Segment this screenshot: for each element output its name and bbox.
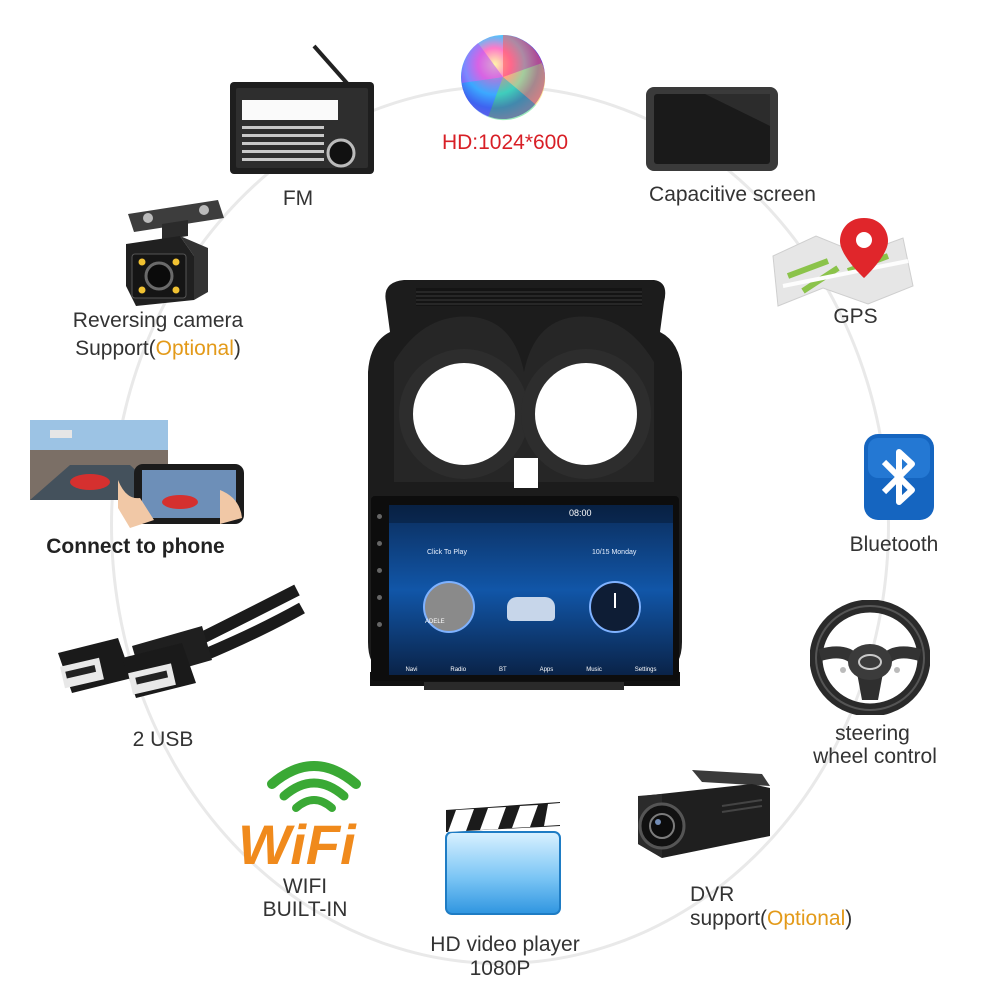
click-to-play: Click To Play (427, 549, 467, 556)
bluetooth-label: Bluetooth (849, 533, 939, 556)
fm-feature (228, 42, 378, 177)
status-time: 08:00 (569, 508, 592, 518)
clock-widget[interactable] (589, 581, 641, 633)
usb-cable-icon (58, 584, 305, 698)
steering-feature (810, 600, 930, 715)
dvr-label-line1: DVR (690, 883, 735, 906)
volume-up-button[interactable] (377, 595, 382, 600)
album-name: ADELE (425, 619, 445, 625)
bluetooth-icon (864, 434, 934, 520)
capacitive-label: Capacitive screen (649, 183, 816, 206)
camera-support-text: Support( (75, 337, 156, 360)
phone-mirroring-icon (30, 420, 244, 528)
android-home-screen: 08:00 Click To Play 10/15 Monday ADELE N… (389, 505, 673, 675)
dashcam-icon (638, 770, 770, 858)
map-pin-icon (772, 218, 914, 307)
music-widget[interactable] (423, 581, 475, 633)
screen-icon (646, 87, 778, 171)
video-label-line2: 1080P (469, 957, 531, 980)
wifi-label-line1: WIFI (282, 875, 328, 898)
hd-feature (458, 33, 548, 121)
volume-down-button[interactable] (377, 622, 382, 627)
video-feature (442, 798, 564, 918)
home-button[interactable] (377, 541, 382, 546)
dvr-feature (632, 766, 774, 866)
nav-bt[interactable]: BT (499, 667, 507, 673)
wifi-feature: WiFi (232, 752, 382, 872)
dvr-close-paren: ) (845, 907, 853, 930)
head-unit-screen: 08:00 Click To Play 10/15 Monday ADELE N… (371, 496, 679, 681)
camera-feature (118, 196, 230, 306)
gps-feature (768, 216, 918, 311)
power-button[interactable] (377, 514, 382, 519)
car-graphic (507, 597, 555, 621)
clock-hand (614, 593, 616, 608)
wifi-logo-text: WiFi (238, 813, 357, 872)
camera-icon (126, 200, 224, 306)
color-sphere-icon (461, 35, 546, 121)
wifi-icon: WiFi (238, 761, 361, 872)
phone-label: Connect to phone (46, 535, 225, 558)
bluetooth-feature (862, 432, 936, 522)
side-buttons (377, 496, 383, 681)
camera-optional-text: Optional (155, 337, 234, 360)
status-bar (389, 505, 673, 523)
bottom-nav: Navi Radio BT Apps Music Settings (389, 649, 673, 675)
hd-label: HD:1024*600 (441, 131, 569, 154)
dvr-label-line2: support(Optional) (690, 907, 890, 931)
back-button[interactable] (377, 568, 382, 573)
date-display: 10/15 Monday (592, 549, 637, 556)
camera-label-line2: Support(Optional) (58, 337, 258, 361)
steering-label-line2: wheel control (813, 745, 937, 768)
steering-label-line1: steering (835, 722, 910, 745)
capacitive-feature (645, 86, 779, 172)
nav-navi[interactable]: Navi (405, 667, 418, 673)
fm-label: FM (282, 187, 314, 210)
video-label-line1: HD video player (430, 933, 580, 956)
nav-music[interactable]: Music (586, 667, 602, 673)
usb-feature (52, 578, 307, 718)
usb-label: 2 USB (132, 728, 194, 751)
nav-apps[interactable]: Apps (539, 667, 554, 673)
camera-close-paren: ) (233, 337, 241, 360)
camera-label-line1: Reversing camera (72, 309, 244, 332)
gps-label: GPS (833, 305, 878, 328)
dvr-optional-text: Optional (767, 907, 846, 930)
nav-settings[interactable]: Settings (634, 667, 657, 673)
nav-radio[interactable]: Radio (450, 667, 467, 673)
radio-icon (230, 44, 374, 174)
phone-feature (30, 420, 245, 528)
steering-wheel-icon (810, 600, 930, 715)
wifi-label-line2: BUILT-IN (262, 898, 348, 921)
clapperboard-icon (445, 802, 561, 915)
dvr-support-text: support( (690, 907, 768, 930)
